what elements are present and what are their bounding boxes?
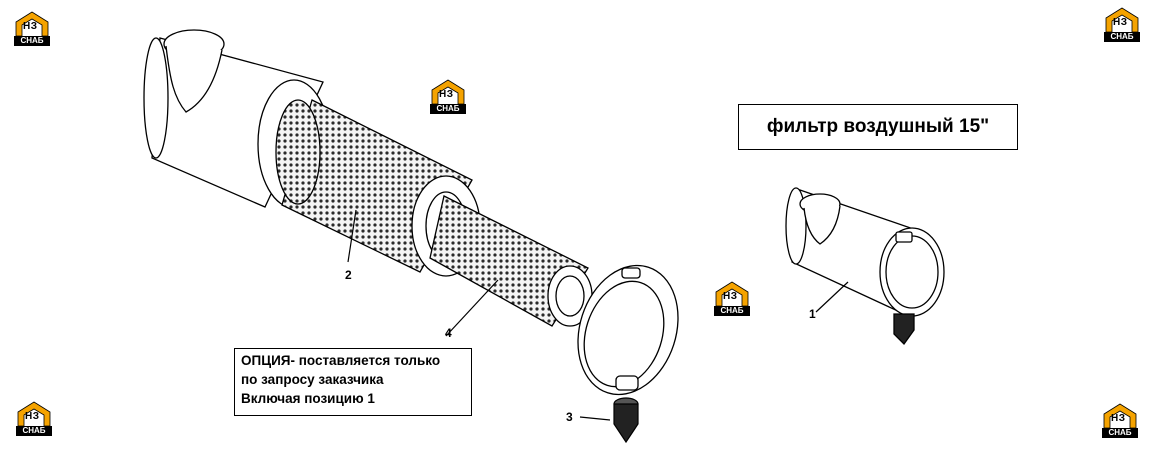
logo-brand: СНАБ bbox=[16, 426, 52, 436]
end-cover bbox=[577, 264, 679, 396]
note-line-3: Включая позицию 1 bbox=[241, 391, 375, 406]
diagram-title: фильтр воздушный 15" bbox=[766, 116, 990, 137]
callout-1: 1 bbox=[809, 307, 816, 321]
option-note-box: ОПЦИЯ- поставляется только по запросу за… bbox=[234, 348, 472, 416]
logo-abbr: НЗ bbox=[1113, 17, 1128, 28]
brand-logo: НЗ СНАБ bbox=[1102, 6, 1142, 42]
brand-logo: НЗ СНАБ bbox=[14, 400, 54, 436]
logo-abbr: НЗ bbox=[439, 89, 454, 100]
logo-brand: СНАБ bbox=[714, 306, 750, 316]
brand-logo: НЗ СНАБ bbox=[712, 280, 752, 316]
logo-abbr: НЗ bbox=[1111, 413, 1126, 424]
logo-abbr: НЗ bbox=[25, 411, 40, 422]
brand-logo: НЗ СНАБ bbox=[1100, 402, 1140, 438]
leader-line-1 bbox=[815, 281, 849, 313]
inner-safety-element bbox=[429, 195, 593, 327]
brand-logo: НЗ СНАБ bbox=[428, 78, 468, 114]
dust-valve bbox=[613, 397, 639, 444]
logo-abbr: НЗ bbox=[23, 21, 38, 32]
callout-2: 2 bbox=[345, 268, 352, 282]
callout-3: 3 bbox=[566, 410, 573, 424]
leader-line-4 bbox=[445, 279, 499, 337]
logo-brand: СНАБ bbox=[1102, 428, 1138, 438]
leader-line-3 bbox=[579, 416, 611, 421]
callout-4: 4 bbox=[445, 326, 452, 340]
logo-brand: СНАБ bbox=[1104, 32, 1140, 42]
note-line-1: ОПЦИЯ- поставляется только bbox=[241, 353, 441, 368]
leader-line-2 bbox=[347, 209, 357, 263]
leader-lines bbox=[347, 209, 849, 421]
logo-abbr: НЗ bbox=[723, 291, 738, 302]
title-box: фильтр воздушный 15" bbox=[738, 104, 1018, 150]
logo-brand: СНАБ bbox=[14, 36, 50, 46]
brand-logo: НЗ СНАБ bbox=[12, 10, 52, 46]
logo-brand: СНАБ bbox=[430, 104, 466, 114]
assembled-filter bbox=[785, 187, 945, 346]
note-line-2: по запросу заказчика bbox=[241, 372, 384, 387]
